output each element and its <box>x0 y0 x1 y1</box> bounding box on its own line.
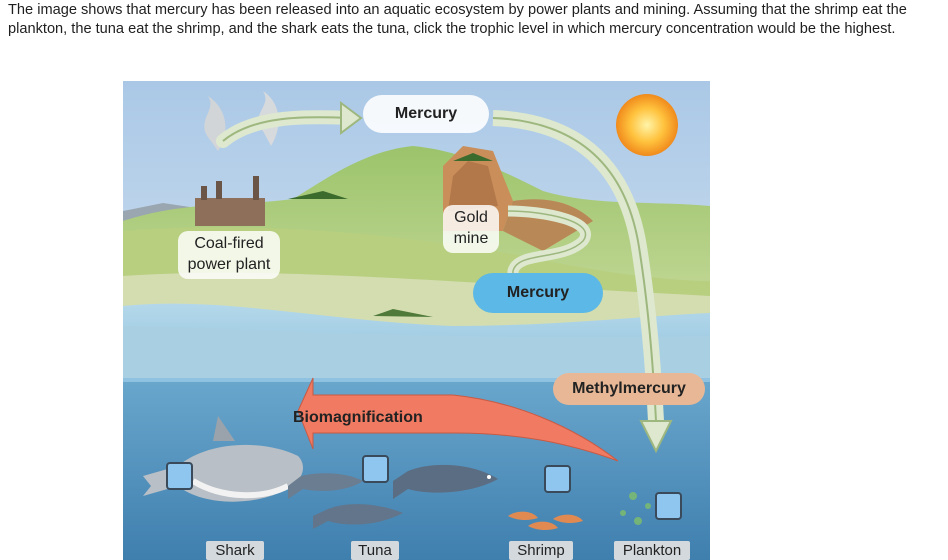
gold-mine-line2: mine <box>453 230 489 247</box>
gold-mine-label: Gold mine <box>443 205 499 253</box>
mercury-cycle-figure: Mercury Gold mine Coal-fired power plant… <box>123 81 710 560</box>
sun-icon <box>616 94 678 156</box>
shark-label: Shark <box>206 541 264 560</box>
power-plant-label: Coal-fired power plant <box>178 231 280 279</box>
methylmercury-label: Methylmercury <box>553 373 705 405</box>
shrimp-checkbox[interactable] <box>544 465 571 493</box>
mercury-air-text: Mercury <box>394 105 458 122</box>
tuna-checkbox[interactable] <box>362 455 389 483</box>
tuna-label: Tuna <box>351 541 399 560</box>
shrimp-label: Shrimp <box>509 541 573 560</box>
mercury-water-label: Mercury <box>473 273 603 313</box>
mercury-air-label: Mercury <box>363 95 489 133</box>
plankton-label: Plankton <box>614 541 690 560</box>
biomagnification-label: Biomagnification <box>293 409 423 426</box>
plankton-checkbox[interactable] <box>655 492 682 520</box>
gold-mine-line1: Gold <box>454 209 488 226</box>
shark-checkbox[interactable] <box>166 462 193 490</box>
ecosystem-illustration <box>123 81 710 560</box>
mercury-water-text: Mercury <box>506 284 570 301</box>
question-text: The image shows that mercury has been re… <box>8 2 907 37</box>
methylmercury-text: Methylmercury <box>572 380 686 397</box>
power-plant-line1: Coal-fired <box>194 235 264 252</box>
power-plant-line2: power plant <box>187 256 271 273</box>
